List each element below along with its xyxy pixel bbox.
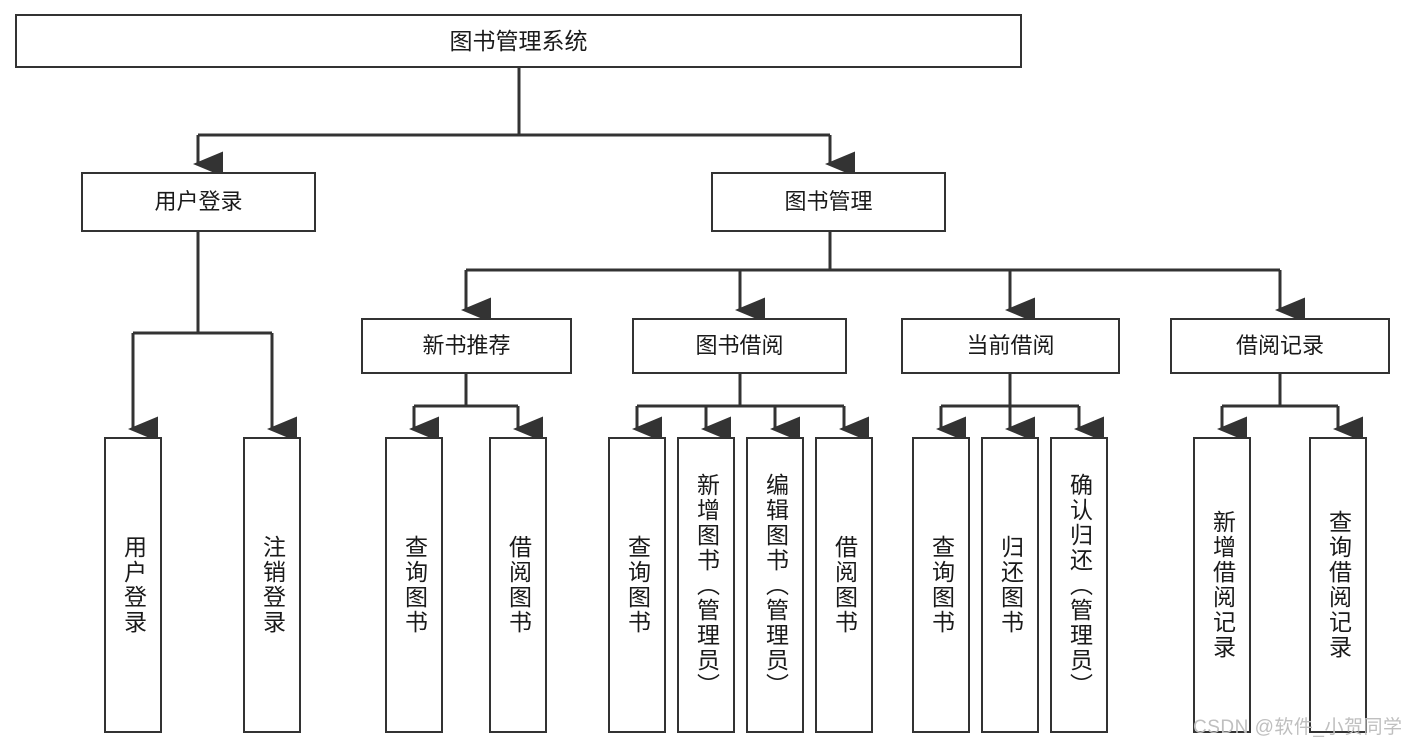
- node-label: 新增图书（管理员）: [693, 472, 720, 698]
- node-label: 图书管理: [784, 189, 873, 215]
- node-user-login[interactable]: 用户登录: [81, 172, 316, 232]
- leaf-borrow-book-recommend[interactable]: 借阅图书: [489, 437, 547, 733]
- node-label: 用户登录: [120, 535, 147, 635]
- node-label: 用户登录: [154, 189, 243, 215]
- node-label: 注销登录: [259, 535, 286, 635]
- node-borrowing-record[interactable]: 借阅记录: [1170, 318, 1390, 374]
- node-label: 编辑图书（管理员）: [762, 472, 789, 698]
- node-label: 借阅图书: [831, 535, 858, 635]
- node-label: 借阅记录: [1235, 333, 1324, 359]
- node-label: 当前借阅: [966, 333, 1055, 359]
- node-label: 查询借阅记录: [1325, 510, 1352, 660]
- node-label: 图书管理系统: [449, 27, 588, 54]
- node-current-borrowing[interactable]: 当前借阅: [901, 318, 1120, 374]
- node-label: 图书借阅: [695, 333, 784, 359]
- leaf-add-book-admin[interactable]: 新增图书（管理员）: [677, 437, 735, 733]
- node-new-book-recommendation[interactable]: 新书推荐: [361, 318, 572, 374]
- leaf-query-book-current[interactable]: 查询图书: [912, 437, 970, 733]
- node-book-borrowing[interactable]: 图书借阅: [632, 318, 847, 374]
- node-label: 新增借阅记录: [1209, 510, 1236, 660]
- node-label: 确认归还（管理员）: [1066, 472, 1093, 698]
- leaf-query-book-recommend[interactable]: 查询图书: [385, 437, 443, 733]
- leaf-confirm-return-admin[interactable]: 确认归还（管理员）: [1050, 437, 1108, 733]
- node-label: 查询图书: [401, 535, 428, 635]
- node-label: 借阅图书: [505, 535, 532, 635]
- node-label: 查询图书: [624, 535, 651, 635]
- leaf-logout[interactable]: 注销登录: [243, 437, 301, 733]
- node-root-book-management-system[interactable]: 图书管理系统: [15, 14, 1022, 68]
- leaf-borrow-book[interactable]: 借阅图书: [815, 437, 873, 733]
- leaf-query-borrow-record[interactable]: 查询借阅记录: [1309, 437, 1367, 733]
- leaf-user-login[interactable]: 用户登录: [104, 437, 162, 733]
- leaf-add-borrow-record[interactable]: 新增借阅记录: [1193, 437, 1251, 733]
- leaf-return-book[interactable]: 归还图书: [981, 437, 1039, 733]
- node-label: 新书推荐: [422, 333, 511, 359]
- leaf-edit-book-admin[interactable]: 编辑图书（管理员）: [746, 437, 804, 733]
- node-label: 查询图书: [928, 535, 955, 635]
- node-label: 归还图书: [997, 535, 1024, 635]
- csdn-watermark: CSDN @软件_小贺同学: [1193, 717, 1403, 738]
- leaf-query-book-borrow[interactable]: 查询图书: [608, 437, 666, 733]
- node-book-management[interactable]: 图书管理: [711, 172, 946, 232]
